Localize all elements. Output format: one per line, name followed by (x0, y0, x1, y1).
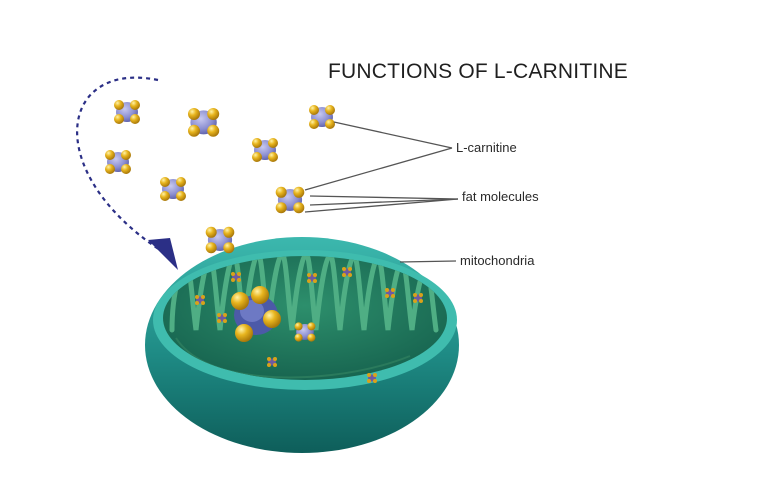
large-molecule (231, 286, 281, 342)
arrowhead-icon (148, 238, 178, 270)
label-l-carnitine: L-carnitine (456, 140, 517, 155)
medium-molecule (294, 322, 316, 342)
label-mitochondria: mitochondria (460, 253, 535, 268)
mitochondrion-inner-matrix (163, 256, 447, 380)
mitochondrion (145, 237, 459, 453)
dotted-arrow-path (76, 76, 161, 251)
mitochondrion-cristae (169, 256, 439, 379)
diagram-title: FUNCTIONS OF L-CARNITINE (328, 60, 628, 83)
leader-lines (304, 121, 459, 263)
label-fat-molecules: fat molecules (462, 189, 539, 204)
floating-molecules (105, 100, 335, 254)
